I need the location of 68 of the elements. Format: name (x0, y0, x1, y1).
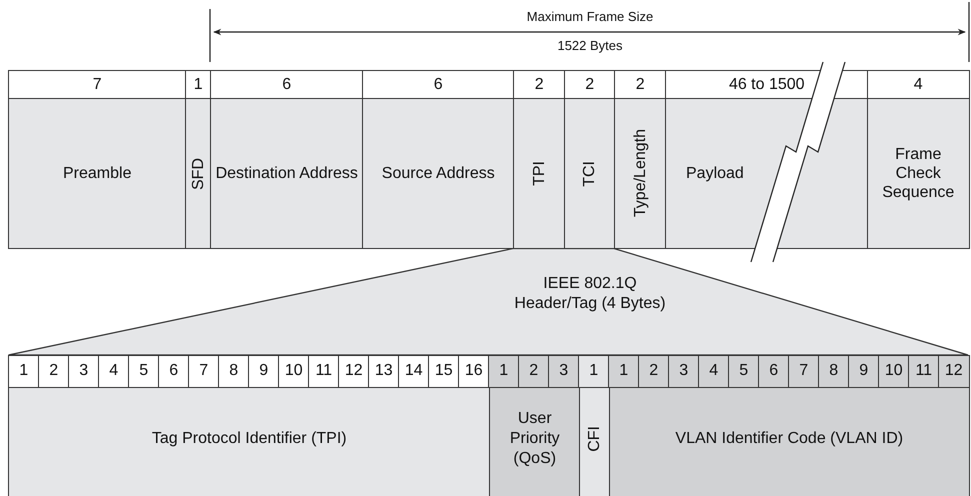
bit-number: 15 (428, 355, 460, 388)
bit-number: 5 (128, 355, 160, 388)
frame-field (614, 70, 666, 249)
field-name: User Priority (QoS) (508, 409, 561, 469)
tag-field (609, 386, 970, 496)
byte-count: 4 (914, 76, 923, 94)
bit-number: 3 (548, 355, 580, 388)
frame-field (362, 70, 514, 249)
bit-number: 2 (518, 355, 550, 388)
bit-number: 12 (338, 355, 370, 388)
byte-count: 7 (92, 76, 102, 94)
bit-number: 1 (8, 355, 40, 388)
byte-count: 6 (434, 76, 443, 94)
tag-field (579, 386, 610, 496)
bit-number: 7 (188, 355, 220, 388)
byte-count: 2 (636, 76, 645, 94)
bit-number: 12 (938, 355, 970, 388)
field-name: Source Address (382, 164, 495, 183)
frame-field (513, 70, 566, 249)
byte-count: 6 (282, 76, 292, 94)
tag-field (489, 386, 580, 496)
bit-number: 14 (398, 355, 430, 388)
frame-field (8, 70, 186, 249)
frame-field (210, 70, 364, 249)
byte-count: 2 (585, 76, 594, 94)
byte-count: 46 to 1500 (728, 76, 805, 94)
bit-number: 6 (758, 355, 790, 388)
bit-number: 11 (308, 355, 340, 388)
bit-number: 6 (158, 355, 190, 388)
field-name: Payload (686, 164, 744, 183)
bit-number: 1 (488, 355, 520, 388)
bit-number: 1 (578, 355, 610, 388)
bit-number: 13 (368, 355, 400, 388)
byte-count: 1 (194, 76, 203, 94)
bit-number: 10 (878, 355, 910, 388)
bit-number: 9 (248, 355, 280, 388)
bit-number: 1 (608, 355, 640, 388)
field-name: Preamble (63, 164, 132, 183)
bit-number: 3 (68, 355, 100, 388)
bit-number: 3 (668, 355, 700, 388)
field-name: Type/Length (630, 129, 650, 218)
byte-count: 2 (534, 76, 544, 94)
bit-number: 8 (218, 355, 250, 388)
field-name: VLAN Identifier Code (VLAN ID) (675, 429, 904, 449)
frame-field (185, 70, 212, 249)
bit-number: 5 (728, 355, 760, 388)
callout-title: IEEE 802.1Q Header/Tag (4 Bytes) (513, 274, 667, 314)
bit-number: 4 (98, 355, 130, 388)
field-name: TCI (580, 160, 600, 186)
bit-number: 11 (908, 355, 940, 388)
bit-number: 9 (848, 355, 880, 388)
field-name: Frame Check Sequence (881, 145, 956, 202)
field-name: Destination Address (216, 164, 358, 183)
tag-field (8, 386, 490, 496)
bit-number: 2 (38, 355, 70, 388)
bit-number: 7 (788, 355, 820, 388)
field-name: Tag Protocol Identifier (TPI) (152, 429, 347, 449)
tag-callout (8, 248, 969, 356)
bit-number: 10 (278, 355, 310, 388)
frame-field (867, 70, 970, 249)
bit-number: 4 (698, 355, 730, 388)
bit-number: 8 (818, 355, 850, 388)
bit-number: 16 (458, 355, 490, 388)
field-name: SFD (188, 158, 208, 190)
field-name: CFI (584, 426, 604, 452)
field-name: TPI (530, 161, 549, 186)
frame-field (564, 70, 616, 249)
bit-number: 2 (638, 355, 670, 388)
